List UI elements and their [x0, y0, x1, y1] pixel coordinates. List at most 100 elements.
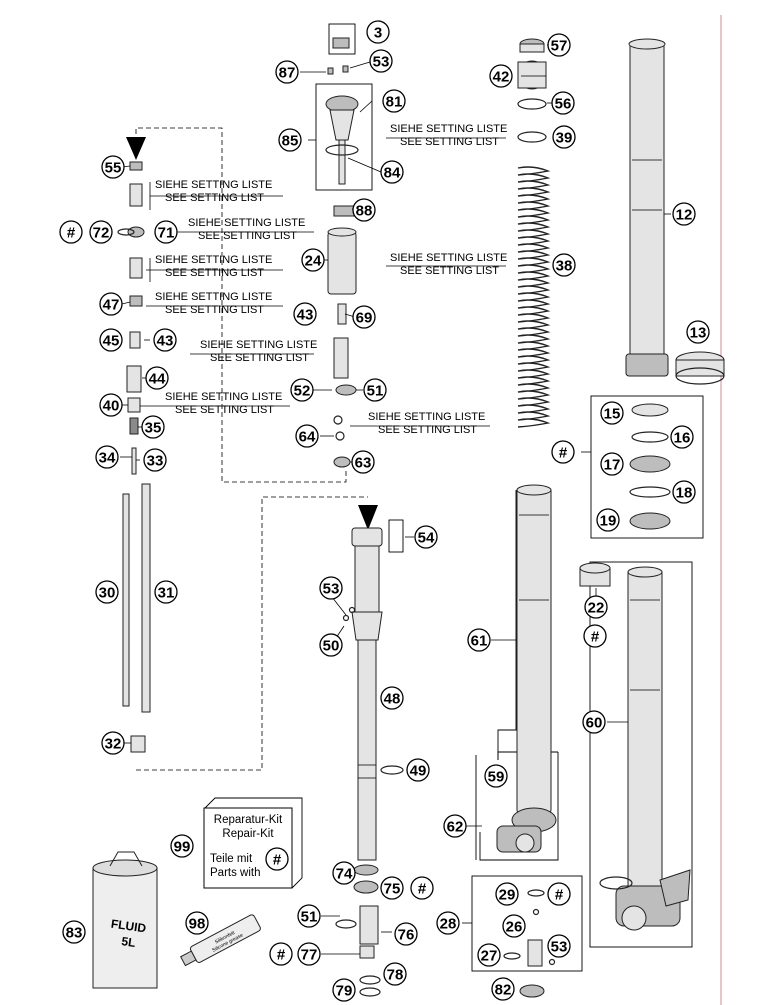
- callout-60: 60: [582, 710, 606, 734]
- bushing-22: [579, 562, 611, 587]
- setting-note-en: SEE SETTING LIST: [400, 265, 499, 277]
- callout-number: 59: [488, 769, 505, 786]
- callout-75: 75: [380, 876, 404, 900]
- callout-44: 44: [145, 366, 169, 390]
- outer-tube-12: [625, 38, 669, 377]
- callout-79: 79: [332, 978, 356, 1002]
- callout-number: 30: [99, 585, 116, 602]
- callout-26: 26: [502, 914, 526, 938]
- setting-note-de: SIEHE SETTING LISTE: [188, 217, 305, 229]
- callout-number: 60: [586, 715, 603, 732]
- top-cap-parts: [517, 38, 547, 143]
- callout-number: 87: [279, 65, 296, 82]
- callout-30: 30: [95, 580, 119, 604]
- callout-number: 62: [447, 819, 464, 836]
- hash-marker: #: [583, 624, 607, 648]
- callout-number: 35: [145, 420, 162, 437]
- callout-number: 55: [105, 160, 122, 177]
- callout-number: 51: [367, 383, 384, 400]
- callout-82: 82: [491, 977, 515, 1001]
- setting-note-de: SIEHE SETTING LISTE: [155, 179, 272, 191]
- hash-symbol: #: [277, 947, 286, 964]
- callout-number: 50: [323, 638, 340, 655]
- callout-number: 49: [410, 763, 427, 780]
- callout-number: 32: [105, 736, 122, 753]
- callout-43: 43: [293, 302, 317, 326]
- hash-marker: #: [269, 942, 293, 966]
- callout-number: 18: [676, 485, 693, 502]
- callout-number: 43: [297, 307, 314, 324]
- callout-64: 64: [295, 424, 319, 448]
- callout-number: 44: [149, 371, 166, 388]
- box-28-parts: [503, 889, 556, 967]
- callout-number: 82: [495, 982, 512, 999]
- callout-number: 29: [499, 887, 516, 904]
- callout-number: 54: [418, 530, 435, 547]
- hash-symbol: #: [555, 887, 564, 904]
- setting-note-de: SIEHE SETTING LISTE: [155, 291, 272, 303]
- callout-15: 15: [600, 401, 624, 425]
- callout-number: 22: [588, 600, 605, 617]
- callout-number: 13: [690, 325, 707, 342]
- hash-marker: #: [547, 882, 571, 906]
- leader-lines: [120, 44, 671, 955]
- cylinder-24: [327, 205, 357, 295]
- callout-number: 40: [103, 398, 120, 415]
- callout-16: 16: [670, 425, 694, 449]
- callout-number: 57: [551, 38, 568, 55]
- hash-symbol: #: [559, 445, 568, 462]
- callout-88: 88: [352, 198, 376, 222]
- callout-number: 69: [356, 310, 373, 327]
- bottom-center-parts: [335, 864, 381, 997]
- callout-32: 32: [101, 731, 125, 755]
- callout-51: 51: [297, 904, 321, 928]
- callout-27: 27: [477, 943, 501, 967]
- setting-note-en: SEE SETTING LIST: [175, 404, 274, 416]
- callout-72: 72: [89, 220, 113, 244]
- callout-number: 27: [481, 948, 498, 965]
- callout-62: 62: [443, 814, 467, 838]
- callout-number: 31: [158, 585, 175, 602]
- callout-number: 77: [301, 947, 318, 964]
- cartridge-85: [325, 37, 359, 185]
- setting-note-en: SEE SETTING LIST: [165, 267, 264, 279]
- callout-61: 61: [467, 628, 491, 652]
- setting-note-en: SEE SETTING LIST: [198, 230, 297, 242]
- callout-number: 76: [398, 927, 415, 944]
- callout-number: 34: [99, 450, 116, 467]
- callout-number: 42: [493, 69, 510, 86]
- callout-number: 51: [301, 909, 318, 926]
- callout-number: 3: [374, 25, 382, 42]
- hash-marker: #: [59, 220, 83, 244]
- repair-kit-parts-de: Teile mit: [210, 853, 253, 865]
- setting-note-en: SEE SETTING LIST: [165, 192, 264, 204]
- hash-symbol: #: [67, 225, 76, 242]
- callout-45: 45: [99, 328, 123, 352]
- damper-tube-48: [342, 527, 404, 861]
- callout-number: 28: [440, 916, 457, 933]
- arrow-center-icon: [358, 505, 378, 530]
- setting-note-en: SEE SETTING LIST: [378, 424, 477, 436]
- callout-number: 53: [551, 939, 568, 956]
- callout-63: 63: [351, 450, 375, 474]
- callout-42: 42: [489, 64, 513, 88]
- ring-13: [675, 351, 725, 385]
- seal-kit-parts: [629, 403, 671, 530]
- callout-number: 45: [103, 333, 120, 350]
- callout-74: 74: [332, 861, 356, 885]
- setting-note-de: SIEHE SETTING LISTE: [200, 339, 317, 351]
- callout-81: 81: [382, 89, 406, 113]
- callout-24: 24: [301, 248, 325, 272]
- setting-note-en: SEE SETTING LIST: [400, 136, 499, 148]
- setting-note-de: SIEHE SETTING LISTE: [368, 411, 485, 423]
- callout-number: 98: [189, 916, 206, 933]
- callout-number: 12: [676, 207, 693, 224]
- callout-number: 78: [387, 967, 404, 984]
- callout-53: 53: [547, 934, 571, 958]
- callout-number: 43: [157, 333, 174, 350]
